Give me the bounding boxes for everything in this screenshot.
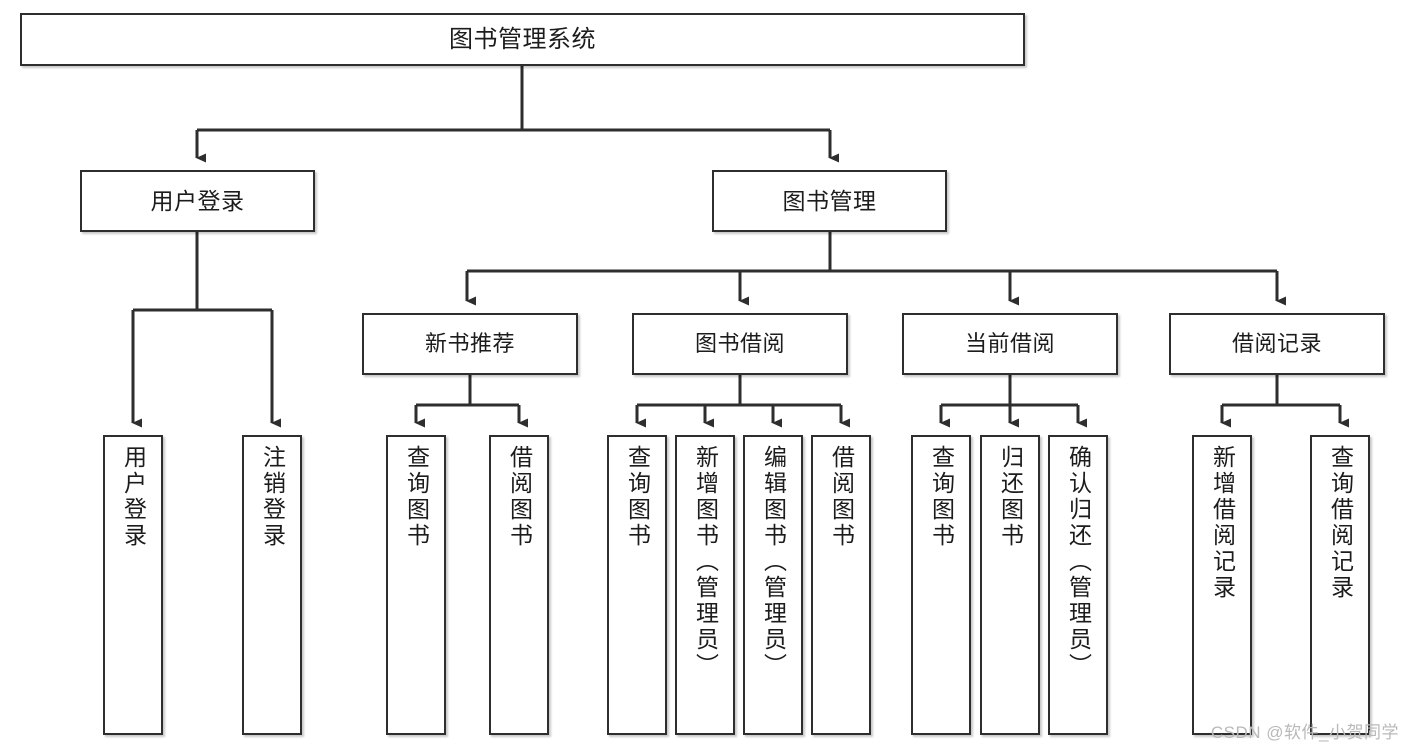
leaf-label: 借阅图书 [828, 445, 855, 549]
leaf-label: 注销登录 [259, 445, 286, 549]
node-label: 图书管理 [782, 187, 877, 214]
leaf-record-add-record[interactable]: 新增借阅记录 [1192, 435, 1252, 735]
node-user-login[interactable]: 用户登录 [80, 170, 315, 232]
node-label: 借阅记录 [1231, 331, 1322, 357]
node-root-system[interactable]: 图书管理系统 [20, 13, 1025, 66]
node-new-book-recommend[interactable]: 新书推荐 [362, 313, 578, 375]
leaf-borrow-borrow-book[interactable]: 借阅图书 [811, 435, 871, 735]
leaf-current-confirm-return-admin[interactable]: 确认归还（管理员） [1048, 435, 1108, 735]
leaf-current-return-book[interactable]: 归还图书 [980, 435, 1040, 735]
leaf-label: 借阅图书 [506, 445, 533, 549]
leaf-label: 新增借阅记录 [1209, 445, 1236, 601]
node-label: 新书推荐 [424, 331, 515, 357]
leaf-label: 归还图书 [997, 445, 1024, 549]
node-borrow-record[interactable]: 借阅记录 [1169, 313, 1385, 375]
leaf-label: 查询借阅记录 [1327, 445, 1354, 601]
leaf-label: 新增图书（管理员） [692, 445, 719, 679]
leaf-borrow-query-book[interactable]: 查询图书 [607, 435, 667, 735]
leaf-label: 查询图书 [928, 445, 955, 549]
leaf-label: 查询图书 [624, 445, 651, 549]
watermark-text: CSDN @软件_小贺同学 [1210, 723, 1399, 742]
leaf-label: 编辑图书（管理员） [760, 445, 787, 679]
leaf-borrow-add-book-admin[interactable]: 新增图书（管理员） [675, 435, 735, 735]
node-label: 用户登录 [150, 187, 245, 214]
leaf-current-query-book[interactable]: 查询图书 [911, 435, 971, 735]
leaf-recommend-borrow-book[interactable]: 借阅图书 [489, 435, 549, 735]
leaf-borrow-edit-book-admin[interactable]: 编辑图书（管理员） [743, 435, 803, 735]
leaf-label: 确认归还（管理员） [1065, 445, 1092, 679]
node-book-borrow[interactable]: 图书借阅 [632, 313, 848, 375]
leaf-user-login-login[interactable]: 用户登录 [103, 435, 163, 735]
node-label: 图书管理系统 [449, 25, 596, 53]
node-label: 图书借阅 [694, 331, 785, 357]
node-label: 当前借阅 [964, 331, 1055, 357]
leaf-user-login-logout[interactable]: 注销登录 [242, 435, 302, 735]
node-current-borrow[interactable]: 当前借阅 [902, 313, 1118, 375]
leaf-label: 查询图书 [403, 445, 430, 549]
node-book-management[interactable]: 图书管理 [712, 170, 947, 232]
leaf-recommend-query-book[interactable]: 查询图书 [386, 435, 446, 735]
leaf-record-query-record[interactable]: 查询借阅记录 [1310, 435, 1370, 735]
leaf-label: 用户登录 [120, 445, 147, 549]
